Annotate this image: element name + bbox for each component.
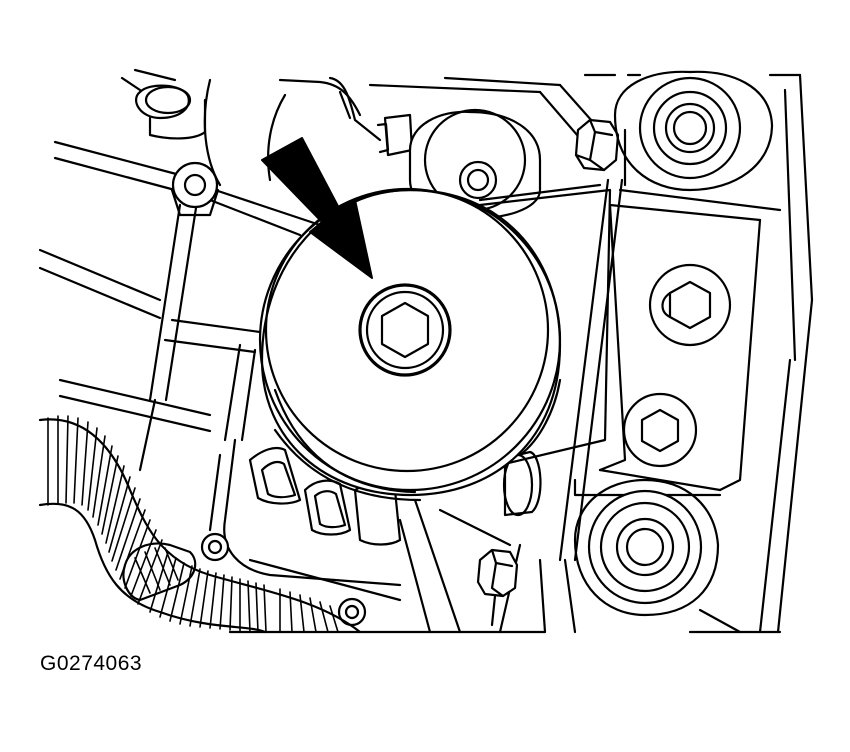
corrugated-wire-harness <box>38 415 362 634</box>
hex-plug <box>358 283 452 377</box>
figure-id-label: G0274063 <box>40 652 143 675</box>
round-cover <box>258 187 612 502</box>
bracket-bolt-top <box>574 118 620 172</box>
bracket-bolt-bottom <box>476 548 519 627</box>
transmission-housing <box>38 68 814 634</box>
hex-socket-icon <box>380 301 430 359</box>
hex-bolt-icon <box>640 408 680 453</box>
bold-arrow-icon <box>261 137 373 279</box>
mounting-bracket <box>573 70 774 617</box>
